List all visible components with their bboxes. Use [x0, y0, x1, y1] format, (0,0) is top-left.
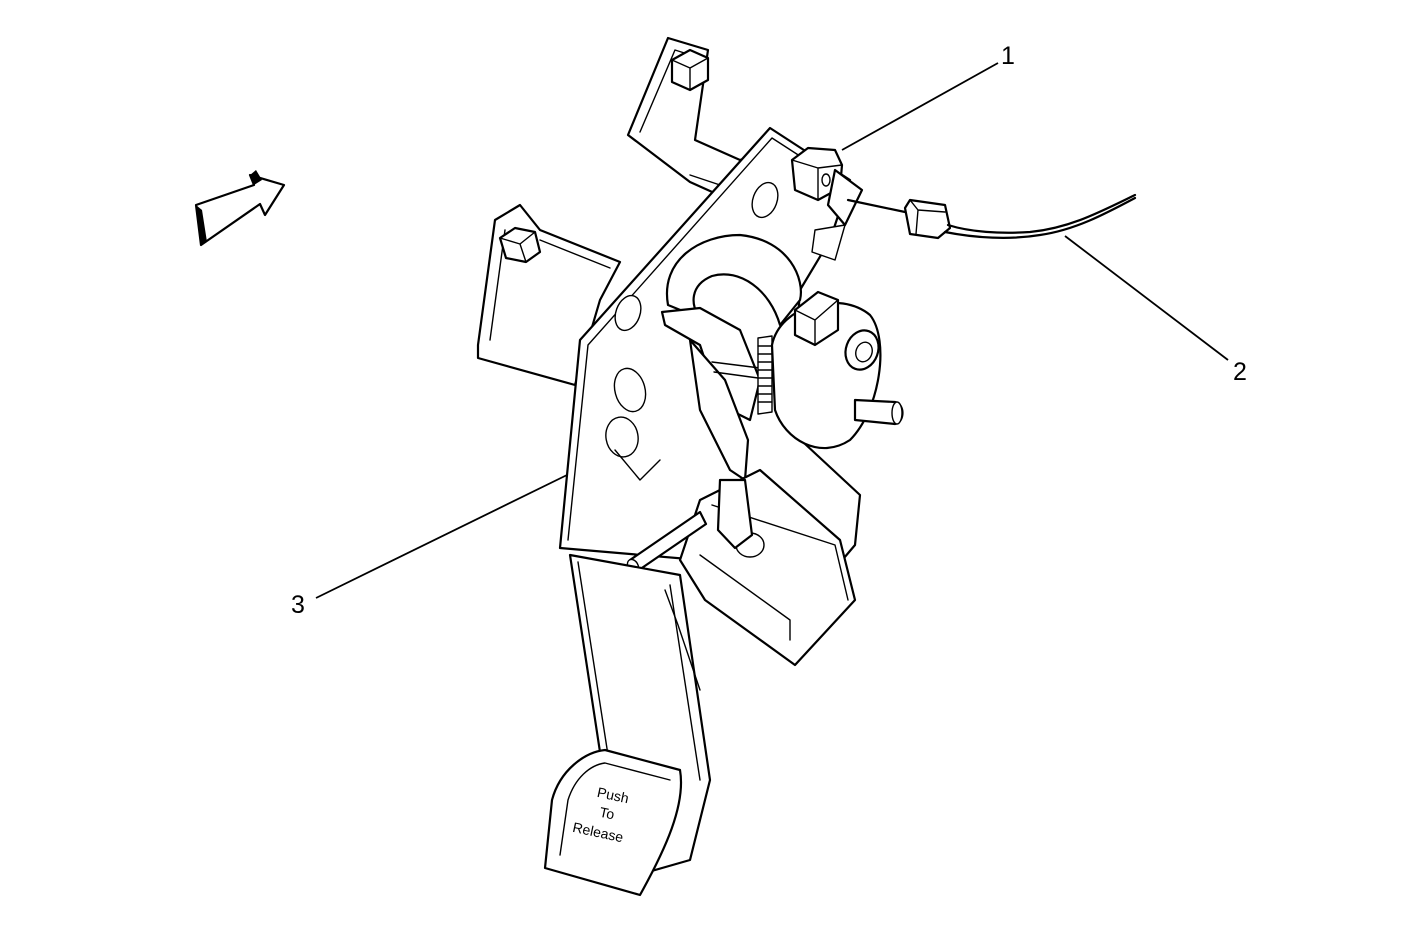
parking-brake-switch — [790, 146, 864, 261]
lower-housing — [626, 468, 857, 667]
callout-3: 3 — [291, 591, 305, 619]
callout-2: 2 — [1233, 358, 1247, 386]
pedal-label-push: Push — [596, 784, 631, 806]
callout-1: 1 — [1001, 42, 1015, 70]
pedal-pivot-cam — [770, 290, 904, 450]
direction-arrow-icon — [194, 170, 286, 247]
leader-line-3 — [315, 474, 568, 599]
leader-line-1 — [841, 62, 999, 151]
ratchet-mechanism — [660, 233, 802, 482]
pedal-pad: Push To Release — [543, 748, 683, 897]
pedal-label-to: To — [598, 804, 616, 823]
leader-line-2 — [1064, 235, 1229, 361]
switch-connector — [846, 193, 1137, 240]
callout-leaders — [315, 62, 1229, 599]
